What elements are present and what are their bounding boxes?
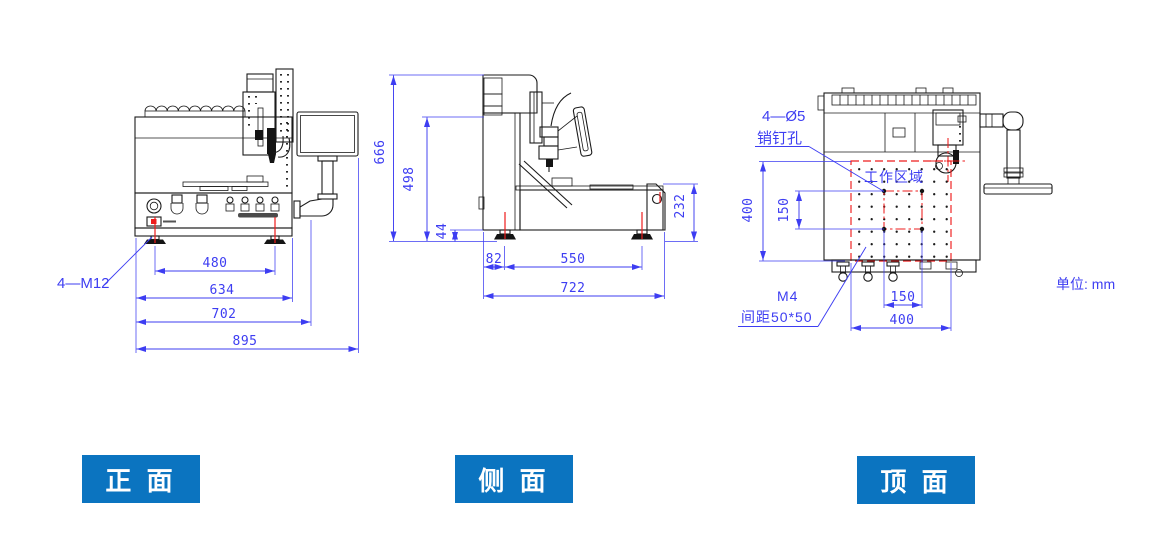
dim-feet-span: 550 [505,252,642,270]
power-switch [146,216,176,227]
panel-latch [195,194,209,215]
dim-column-height: 498 [402,117,430,241]
svg-text:400: 400 [741,198,756,223]
anchor-label: 4—M12 [57,275,110,292]
brand-logo [238,213,278,218]
dim-work-width: 400 [851,313,951,331]
top-foot [886,261,900,282]
dim-body-width: 634 [136,283,292,301]
svg-text:480: 480 [203,256,228,271]
front-anchor-callout: 4—M12 [57,236,153,292]
top-work-area: 工作区域 [850,160,952,262]
svg-text:722: 722 [561,281,586,296]
dim-overall-depth: 722 [484,281,664,299]
dim-overall-height: 666 [374,75,397,241]
svg-text:4—Ø5: 4—Ø5 [762,108,805,125]
svg-text:666: 666 [374,140,388,165]
front-feet [144,217,286,244]
pin-hole-callout: 4—Ø5 销钉孔 [755,108,885,192]
m4-callout: M4 间距50*50 [738,246,867,327]
panel-connectors [225,196,280,212]
panel-latch [170,194,184,215]
m4-hole-grid [856,166,952,262]
svg-text:间距50*50: 间距50*50 [741,309,813,325]
svg-text:M4: M4 [777,288,798,304]
side-dimensions: 666 498 44 232 82 550 722 [374,74,698,299]
front-control-panel [134,192,293,237]
front-dispense-head [242,68,294,163]
side-feet [494,212,653,240]
top-monitor-arm [979,111,1053,195]
svg-text:498: 498 [402,167,417,192]
work-area-label: 工作区域 [864,169,924,185]
front-view-label: 正 面 [82,455,200,503]
svg-text:550: 550 [561,252,586,267]
dim-work-depth: 400 [741,162,766,261]
dim-overall-width: 895 [136,334,358,352]
dim-column-offset: 82 [484,252,504,270]
side-view-label: 侧 面 [455,455,573,503]
front-dimensions: 480 634 702 895 [135,158,359,353]
dim-pin-spacing-v: 150 [777,191,802,229]
front-worktable [182,175,269,191]
top-dimensions: 400 150 150 400 [741,161,952,331]
dim-foot-height: 44 [435,223,458,242]
unit-note: 单位: mm [1056,276,1116,292]
svg-text:400: 400 [890,313,915,328]
svg-text:82: 82 [486,252,503,267]
svg-text:150: 150 [891,290,916,305]
top-foot [836,261,850,282]
svg-text:销钉孔: 销钉孔 [757,130,802,147]
side-machine-column [478,74,538,231]
front-view-drawing: 4—M12 480 634 702 895 [57,68,359,353]
top-view-drawing: 工作区域 4—Ø5 销钉孔 M4 间距50*50 400 [738,87,1053,331]
side-dispense-head [529,91,593,172]
top-view-label: 顶 面 [857,456,975,504]
side-machine-bed [515,160,666,231]
dim-pin-spacing-h: 150 [884,290,922,308]
front-monitor [293,111,359,219]
dim-base-width: 702 [136,307,311,325]
dim-table-height: 232 [673,184,697,241]
svg-text:702: 702 [212,307,237,322]
svg-text:150: 150 [777,198,792,223]
top-bottom-strip [831,259,977,282]
top-foot [861,261,875,282]
svg-text:44: 44 [435,223,450,240]
svg-text:634: 634 [210,283,235,298]
svg-text:895: 895 [233,334,258,349]
svg-text:232: 232 [673,194,688,219]
side-view-drawing: 666 498 44 232 82 550 722 [374,74,698,299]
dim-feet-span: 480 [155,256,275,274]
